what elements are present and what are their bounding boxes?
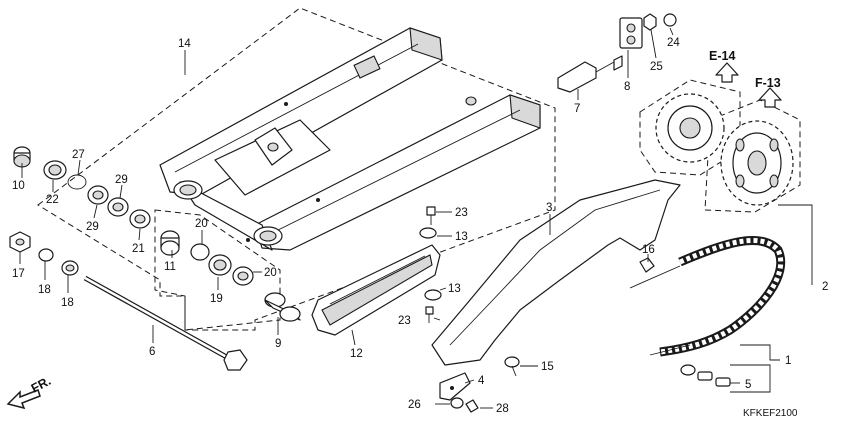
bearing-subgroup-outline [154, 209, 281, 331]
callout-23-a: 23 [455, 207, 468, 219]
callout-7: 7 [574, 103, 580, 115]
drive-chain [629, 235, 786, 387]
callout-24: 24 [667, 37, 680, 49]
drive-sprocket [655, 93, 725, 163]
callout-10: 10 [12, 180, 25, 192]
section-ref-arrows [715, 62, 782, 108]
callout-23-b: 23 [398, 315, 411, 327]
callout-16: 16 [642, 244, 655, 256]
callout-5: 5 [745, 379, 751, 391]
front-direction-arrow [6, 389, 41, 410]
swingarm-group-outline [37, 7, 556, 331]
section-ref-e14: E-14 [709, 49, 735, 63]
callout-4: 4 [478, 375, 485, 387]
fasteners [419, 206, 655, 413]
drive-sprocket-outline [639, 79, 741, 176]
figure-code: KFKEF2100 [743, 408, 798, 419]
chain-case [431, 179, 681, 401]
section-ref-f13: F-13 [755, 76, 781, 90]
callout-27: 27 [72, 149, 85, 161]
callout-11: 11 [164, 261, 176, 273]
callout-3: 3 [546, 202, 552, 214]
callout-8: 8 [624, 81, 630, 93]
callout-22: 22 [46, 194, 59, 206]
callout-29-a: 29 [86, 221, 99, 233]
chain-slider [264, 244, 441, 336]
callout-9: 9 [275, 338, 281, 350]
callout-19: 19 [210, 293, 223, 305]
callout-labels: 14 10 22 27 29 29 21 11 20 19 20 17 18 1… [12, 37, 828, 415]
driven-sprocket [720, 120, 794, 206]
leader-lines [19, 27, 813, 409]
callout-18-b: 18 [61, 297, 74, 309]
callout-28: 28 [496, 403, 509, 415]
callout-29-b: 29 [115, 174, 128, 186]
callout-2: 2 [822, 281, 828, 293]
callout-26: 26 [408, 399, 421, 411]
callout-20-a: 20 [195, 218, 208, 230]
callout-18-a: 18 [38, 284, 51, 296]
callout-17: 17 [12, 268, 25, 280]
callout-15: 15 [541, 361, 554, 373]
callout-21: 21 [132, 243, 145, 255]
callout-6: 6 [149, 346, 155, 358]
pivot-hardware [9, 146, 254, 371]
callout-14: 14 [178, 38, 191, 50]
callout-13-a: 13 [455, 231, 468, 243]
chain-adjuster [557, 13, 677, 93]
callout-1: 1 [785, 355, 791, 367]
callout-20-b: 20 [264, 267, 277, 279]
callout-12: 12 [350, 348, 363, 360]
swingarm [159, 27, 541, 251]
callout-25: 25 [650, 61, 663, 73]
callout-13-b: 13 [448, 283, 461, 295]
